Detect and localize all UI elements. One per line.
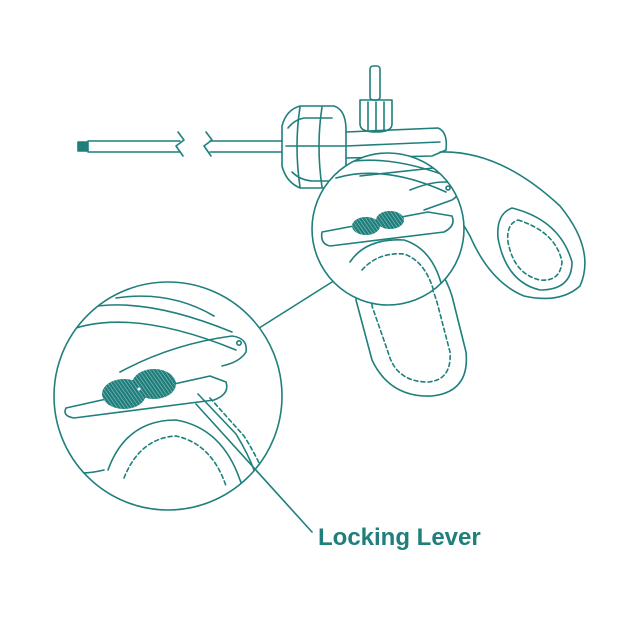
handle-housing <box>345 127 448 159</box>
small-locking-lever-pad <box>352 211 404 235</box>
shaft-break-mark <box>203 131 213 157</box>
large-magnifier-circle <box>53 281 283 511</box>
callout-leader-line <box>195 403 313 533</box>
finger-ring-right <box>439 151 586 300</box>
rotation-knob <box>281 105 347 189</box>
instrument-shaft <box>77 131 283 157</box>
port-post <box>359 65 393 133</box>
small-magnifier-circle <box>311 152 465 306</box>
shaft-tip <box>77 141 89 152</box>
magnifier-connector-line <box>255 281 333 331</box>
large-locking-lever-pad <box>102 369 176 409</box>
shaft-break-mark <box>175 131 185 157</box>
callout-label: Locking Lever <box>318 524 481 551</box>
